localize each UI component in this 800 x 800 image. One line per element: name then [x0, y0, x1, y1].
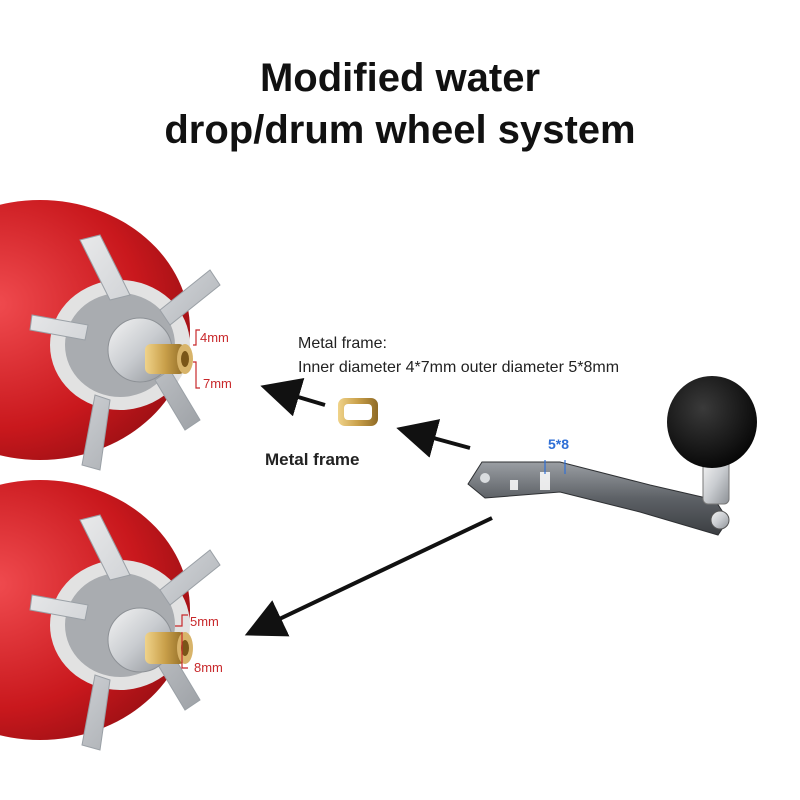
star-drag-bottom [29, 514, 221, 751]
frame-note-detail: Inner diameter 4*7mm outer diameter 5*8m… [298, 359, 620, 376]
metal-frame-label: Metal frame [265, 450, 360, 469]
metal-frame-part [338, 398, 378, 426]
arrow-handle-to-frame [396, 419, 471, 458]
title-line-2: drop/drum wheel system [164, 108, 636, 152]
title-line-1: Modified water [259, 56, 541, 100]
arrows [244, 377, 493, 637]
star-drag-top [29, 234, 221, 471]
arrow-frame-to-top-reel [260, 377, 326, 417]
page-title: Modified water drop/drum wheel system [0, 52, 800, 156]
handle-dimension-label: 5*8 [548, 436, 570, 452]
handle-knob [667, 376, 757, 468]
dimension-4mm: 4mm [200, 330, 229, 345]
reel-handle [467, 376, 757, 536]
frame-note-title: Metal frame: [298, 335, 387, 352]
frame-specification-note: Metal frame: Inner diameter 4*7mm outer … [298, 332, 619, 380]
brass-nut-top [145, 344, 185, 374]
dimension-8mm: 8mm [194, 660, 223, 675]
top-reel [0, 200, 221, 471]
dimension-7mm: 7mm [203, 376, 232, 391]
arrow-handle-to-bottom-reel [244, 516, 493, 637]
brass-nut-bottom [145, 632, 185, 664]
bottom-reel [0, 480, 221, 751]
dimension-5mm: 5mm [190, 614, 219, 629]
